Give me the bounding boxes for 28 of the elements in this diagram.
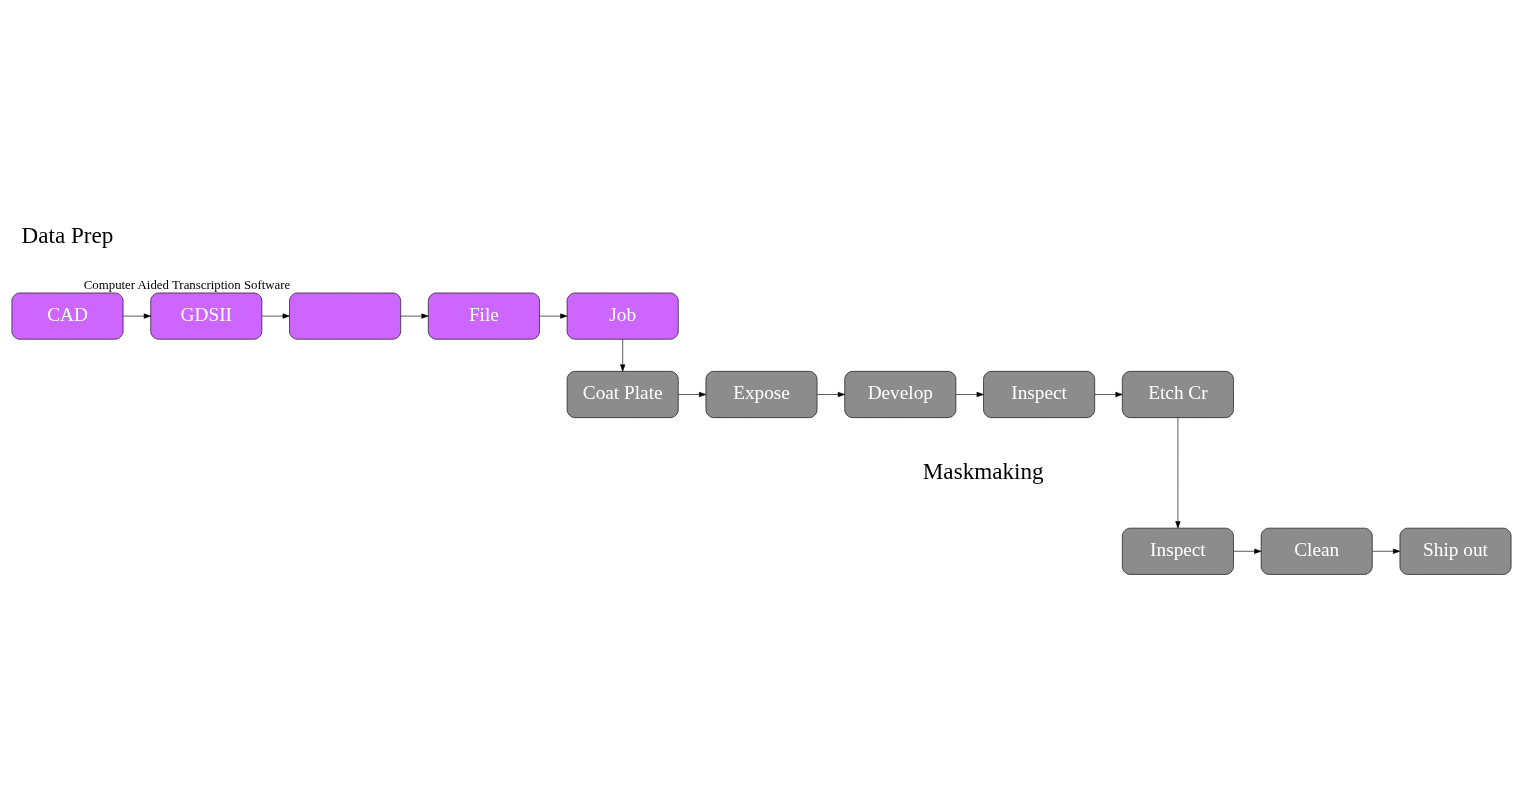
node-box: Ship out [1399,527,1512,575]
node-box [289,292,401,340]
node-box: Expose [705,371,818,418]
node-box: CAD [11,292,124,340]
label: Maskmaking [922,457,1044,484]
arrow [539,313,568,319]
arrow [620,338,626,372]
node-box: Job [566,292,679,340]
node-box: GDSII [150,292,263,340]
arrow [1233,548,1262,554]
label: Data Prep [21,222,114,249]
node-label: Computer Aided Transcription Software [83,278,291,293]
arrow [1094,391,1123,398]
arrow [123,313,151,319]
node-box: Inspect [1122,527,1234,575]
arrow [817,391,845,398]
node-box: Coat Plate [566,371,679,418]
arrow [261,313,290,319]
arrow [400,313,429,319]
node-box: File [428,292,540,340]
arrow [1372,548,1401,554]
arrow [678,391,707,398]
node-box: Etch Cr [1122,371,1234,418]
node-box: Develop [844,371,957,418]
arrow [955,391,984,398]
node-box: Inspect [983,371,1095,418]
arrow [1175,417,1181,529]
node-box: Clean [1260,527,1373,575]
